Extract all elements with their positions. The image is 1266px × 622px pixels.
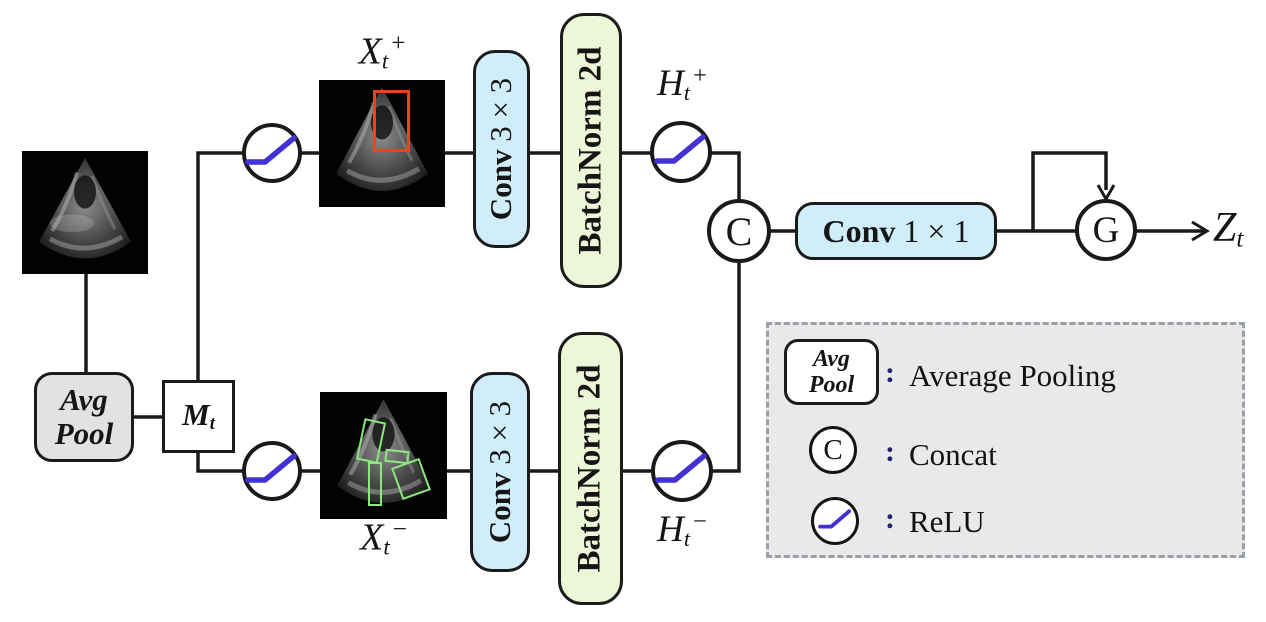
- conv3x3-label: Conv 3 × 3: [482, 400, 517, 544]
- relu-icon: [817, 508, 851, 529]
- conv3x3-top-node: Conv 3 × 3: [473, 50, 530, 248]
- gate-node-circle: [1075, 199, 1137, 261]
- label-x-positive: Xt+: [358, 29, 406, 74]
- x-positive-echo-image: [319, 80, 445, 207]
- conv1x1-node: Conv 1 × 1: [795, 202, 997, 260]
- label-z-output: Zt: [1213, 205, 1244, 253]
- legend-colon: :: [885, 435, 895, 468]
- conv3x3-label: Conv 3 × 3: [483, 77, 519, 221]
- batchnorm-label: BatchNorm 2d: [572, 364, 609, 573]
- relu-icon: [655, 453, 707, 483]
- x-negative-echo-image: [320, 392, 447, 519]
- input-echo-image: [22, 151, 148, 274]
- legend-item-label: ReLU: [909, 504, 985, 539]
- relu-icon: [245, 135, 297, 165]
- legend-item-label: Average Pooling: [909, 358, 1116, 393]
- legend-item-label: Concat: [909, 437, 997, 472]
- label-x-negative: Xt−: [360, 515, 407, 560]
- legend-colon: :: [885, 356, 895, 389]
- legend: Avg Pool : Average Pooling C : Concat : …: [766, 322, 1245, 558]
- negative-roi-box: [368, 462, 382, 506]
- connector-skip-loop: [1031, 151, 1108, 231]
- conv1x1-label: Conv 1 × 1: [822, 212, 970, 249]
- label-h-negative: Ht−: [657, 507, 707, 551]
- batchnorm-label: BatchNorm 2d: [572, 46, 609, 255]
- concat-legend-icon: C: [809, 426, 857, 474]
- relu-icon: [245, 453, 297, 483]
- ultrasound-cone-graphic: [320, 392, 447, 519]
- ultrasound-cone-graphic: [319, 80, 445, 207]
- concat-node-circle: [707, 199, 771, 263]
- ultrasound-cone-graphic: [22, 151, 148, 274]
- batchnorm-bottom-node: BatchNorm 2d: [558, 332, 623, 605]
- concat-node-label: C: [725, 208, 753, 254]
- relu-legend-icon: [811, 497, 859, 545]
- mask-label: Mt: [182, 397, 215, 435]
- avgpool-node: Avg Pool: [34, 372, 134, 462]
- gate-node-label: G: [1092, 209, 1120, 251]
- connector-bottom-branch: [196, 262, 741, 473]
- mask-node: Mt: [162, 380, 235, 453]
- relu-icon: [654, 134, 706, 164]
- avgpool-legend-icon: Avg Pool: [784, 339, 879, 405]
- connector-top-branch: [196, 151, 741, 380]
- batchnorm-top-node: BatchNorm 2d: [560, 13, 622, 288]
- legend-colon: :: [885, 502, 895, 535]
- conv3x3-bottom-node: Conv 3 × 3: [470, 372, 530, 572]
- label-h-positive: Ht+: [657, 61, 707, 105]
- positive-roi-box: [373, 90, 410, 152]
- avgpool-label: Avg Pool: [54, 381, 114, 451]
- arrowhead-output: [1191, 220, 1210, 242]
